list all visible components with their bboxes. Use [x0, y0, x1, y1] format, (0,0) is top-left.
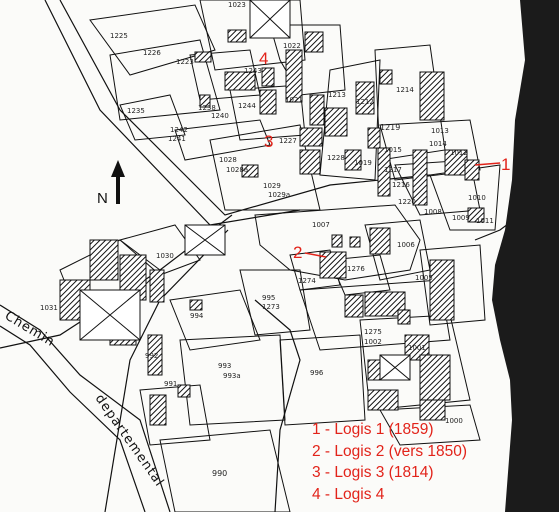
parcel-number: 1010: [468, 194, 486, 202]
parcel-number: 1213: [328, 91, 346, 99]
parcel-number: 1276: [347, 265, 365, 273]
legend-item-logis-1: 1 - Logis 1 (1859): [312, 421, 434, 438]
parcel-number: 1009: [452, 214, 470, 222]
parcel-number: 1002: [364, 338, 382, 346]
parcel-number: 1000: [445, 417, 463, 425]
parcel-number: 1235: [127, 107, 145, 115]
parcel-number: 1015: [384, 146, 402, 154]
parcel-number: 1019: [354, 159, 372, 167]
crossed-roofs: [79, 0, 411, 381]
parcel-number: 1273: [262, 303, 280, 311]
parcel-number: 1220: [398, 198, 416, 206]
parcel-number: 1214: [396, 86, 414, 94]
parcel-number: 1006: [397, 241, 415, 249]
north-arrow-head-icon: [111, 160, 125, 177]
parcel-number: 1007: [312, 221, 330, 229]
parcel-number: 1216: [392, 181, 410, 189]
parcel-number: 1001: [408, 344, 426, 352]
parcel-number: 1005: [415, 274, 433, 282]
parcel-number: 1275: [364, 328, 382, 336]
parcel-number: 996: [310, 369, 324, 377]
parcel-number: 993: [218, 362, 231, 370]
parcel-number: 1029a: [268, 191, 290, 199]
parcel-number: 990: [212, 469, 227, 478]
parcel-number: 1243: [244, 67, 262, 75]
north-label: N: [97, 190, 108, 207]
road-label-chemin: Chemin: [2, 309, 58, 351]
parcel-number: 1225: [110, 32, 128, 40]
parcel-number: 1023: [228, 1, 246, 9]
marker-2: 2: [293, 243, 302, 262]
parcel-number: 991: [164, 380, 177, 388]
parcel-labels: 1023 1225 1226 1022 1223 1243 1021 1213 …: [40, 1, 494, 478]
parcel-number: 1228: [327, 154, 345, 162]
parcel-number: 994: [190, 312, 204, 320]
parcel-number: 1274: [298, 277, 316, 285]
parcel-number: 1028: [219, 156, 237, 164]
parcel-number: 1013: [431, 127, 449, 135]
buildings: [59, 29, 485, 426]
parcel-number: 995: [262, 294, 275, 302]
legend: 1 - Logis 1 (1859) 2 - Logis 2 (vers 185…: [312, 419, 552, 505]
parcel-number: 1021: [285, 96, 303, 104]
parcel-number: 1014: [429, 140, 447, 148]
parcel-number: 1011: [476, 217, 494, 225]
legend-item-logis-2: 2 - Logis 2 (vers 1850): [312, 442, 468, 460]
marker-4: 4: [259, 49, 268, 68]
parcel-number: 993a: [223, 372, 241, 380]
parcel-number: 1217: [384, 166, 402, 174]
parcel-number: 1244: [238, 102, 256, 110]
parcel-number: 1031: [40, 304, 58, 312]
parcel-number: 1223: [176, 58, 194, 66]
parcel-number: 1226: [143, 49, 161, 57]
parcel-boundaries: [59, 0, 501, 512]
parcel-number: 1022: [283, 42, 301, 50]
north-arrow: N: [97, 160, 125, 207]
parcel-number: 1212: [356, 98, 374, 106]
parcel-number: 1219: [380, 123, 400, 132]
parcel-number: 1240: [211, 112, 229, 120]
parcel-number: 1242: [170, 126, 188, 134]
parcel-number: 1008: [424, 208, 442, 216]
parcel-number: 1012: [450, 149, 468, 157]
parcel-number: 1238: [198, 104, 216, 112]
parcel-number: 1028a: [226, 166, 248, 174]
logis-markers: 1 2 3 4: [259, 49, 510, 262]
north-arrow-shaft-icon: [116, 174, 120, 204]
parcel-number: 1029: [263, 182, 281, 190]
map-edge: [492, 0, 559, 512]
marker-3: 3: [264, 132, 273, 151]
parcel-number: 1241: [168, 135, 186, 143]
legend-item-logis-4: 4 - Logis 4: [312, 485, 385, 503]
parcel-number: 992: [145, 352, 158, 360]
legend-item-logis-3: 3 - Logis 3 (1814): [312, 464, 434, 481]
marker-1: 1: [501, 155, 510, 174]
parcel-number: 1227: [279, 137, 297, 145]
parcel-number: 1030: [156, 252, 174, 260]
